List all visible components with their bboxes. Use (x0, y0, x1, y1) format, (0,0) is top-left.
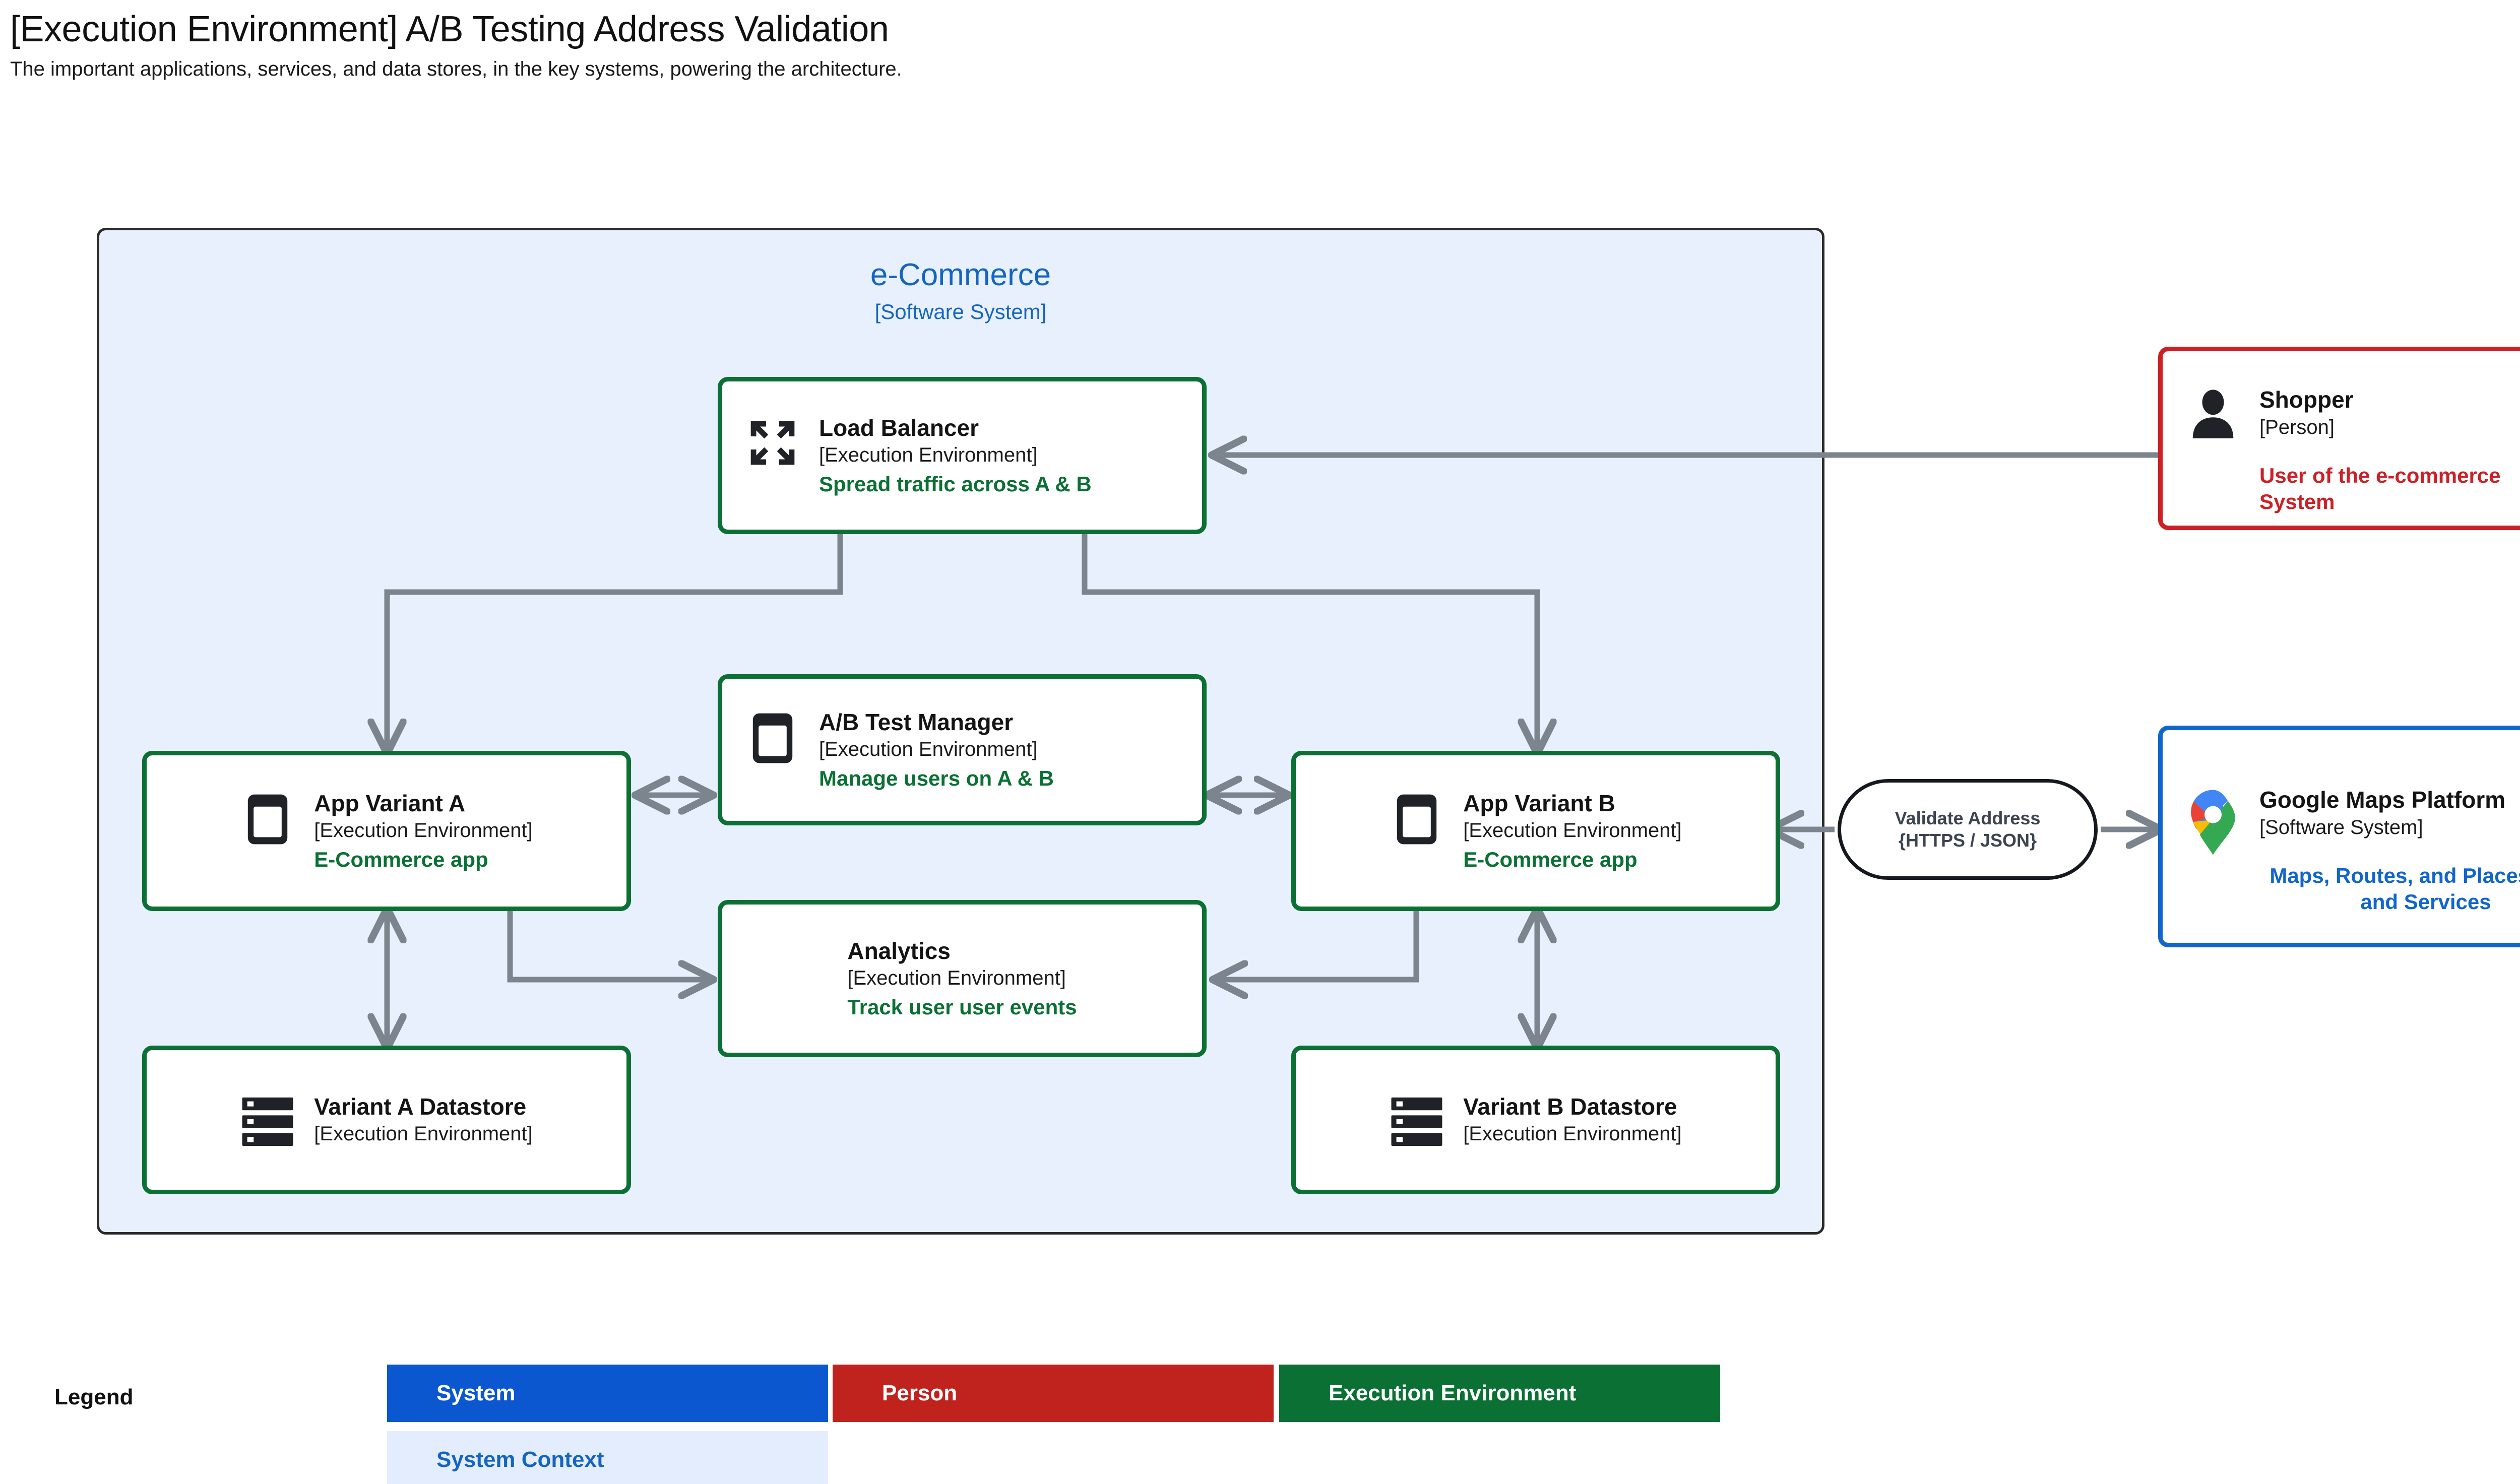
boundary-title: e-Commerce (870, 257, 1051, 292)
legend-item-label: Execution Environment (1329, 1381, 1577, 1405)
node-description: Manage users on A & B (819, 766, 1054, 790)
node-title: App Variant B (1463, 790, 1615, 816)
node-description: E-Commerce app (314, 847, 488, 871)
node-ab-test-manager[interactable]: A/B Test Manager [Execution Environment]… (718, 674, 1207, 825)
legend-item-label: Person (882, 1381, 958, 1405)
node-app-variant-a[interactable]: App Variant A [Execution Environment] E-… (142, 751, 631, 911)
resize-arrows-icon (745, 414, 800, 469)
node-description: Track user user events (847, 995, 1077, 1019)
node-app-variant-b[interactable]: App Variant B [Execution Environment] E-… (1291, 751, 1780, 911)
edge-label-line-2: {HTTPS / JSON} (1898, 830, 2037, 851)
boundary-subtitle: [Software System] (874, 300, 1047, 324)
node-title: App Variant A (314, 790, 466, 816)
legend-item-system-context: System Context (387, 1431, 828, 1484)
node-type: [Execution Environment] (1463, 819, 1682, 842)
node-title: A/B Test Manager (819, 708, 1014, 735)
page-title: [Execution Environment] A/B Testing Addr… (10, 9, 889, 49)
node-google-maps-platform[interactable]: Google Maps Platform [Software System] M… (2158, 726, 2520, 947)
node-type: [Software System] (2259, 816, 2423, 838)
node-description: Spread traffic across A & B (819, 472, 1092, 496)
legend-item-label: System (436, 1381, 516, 1405)
legend-item-execution-environment: Execution Environment (1279, 1365, 1720, 1422)
legend-item-label: System Context (436, 1447, 604, 1472)
node-title: Shopper (2259, 386, 2354, 413)
node-type: [Execution Environment] (314, 1122, 533, 1145)
database-rack-icon (240, 1092, 295, 1148)
legend-item-person: Person (833, 1365, 1274, 1422)
node-shopper[interactable]: Shopper [Person] User of the e-commerce … (2158, 347, 2520, 530)
node-variant-b-datastore[interactable]: Variant B Datastore [Execution Environme… (1291, 1046, 1780, 1194)
node-type: [Person] (2259, 416, 2335, 438)
node-title: Load Balancer (819, 414, 979, 441)
device-icon (745, 708, 800, 765)
node-variant-a-datastore[interactable]: Variant A Datastore [Execution Environme… (142, 1046, 631, 1194)
node-description: Maps, Routes, and Places APIs and Servic… (2270, 863, 2520, 914)
edge-label-line-1: Validate Address (1895, 808, 2041, 829)
page-subtitle: The important applications, services, an… (10, 57, 902, 80)
page-header: [Execution Environment] A/B Testing Addr… (10, 9, 2328, 81)
node-load-balancer[interactable]: Load Balancer [Execution Environment] Sp… (718, 377, 1207, 534)
legend-title: Legend (54, 1385, 134, 1409)
google-maps-pin-icon (2186, 786, 2240, 856)
node-title: Analytics (847, 937, 951, 964)
database-rack-icon (1390, 1092, 1444, 1148)
node-title: Variant A Datastore (314, 1093, 527, 1120)
node-description: E-Commerce app (1463, 847, 1637, 871)
node-title: Google Maps Platform (2259, 787, 2506, 813)
node-type: [Execution Environment] (314, 819, 533, 842)
legend: Legend System Person Execution Environme… (0, 1356, 2520, 1484)
node-analytics[interactable]: Analytics [Execution Environment] Track … (718, 900, 1207, 1057)
legend-item-system: System (387, 1365, 828, 1422)
node-type: [Execution Environment] (847, 966, 1066, 989)
node-type: [Execution Environment] (819, 443, 1038, 466)
device-icon (240, 789, 295, 847)
node-title: Variant B Datastore (1463, 1093, 1677, 1120)
node-type: [Execution Environment] (819, 738, 1038, 760)
node-type: [Execution Environment] (1463, 1122, 1682, 1145)
node-description: User of the e-commerce System (2259, 463, 2501, 514)
person-icon (2186, 385, 2240, 441)
edge-label-validate-address: Validate Address {HTTPS / JSON} (1838, 779, 2098, 880)
device-icon (1390, 789, 1444, 847)
